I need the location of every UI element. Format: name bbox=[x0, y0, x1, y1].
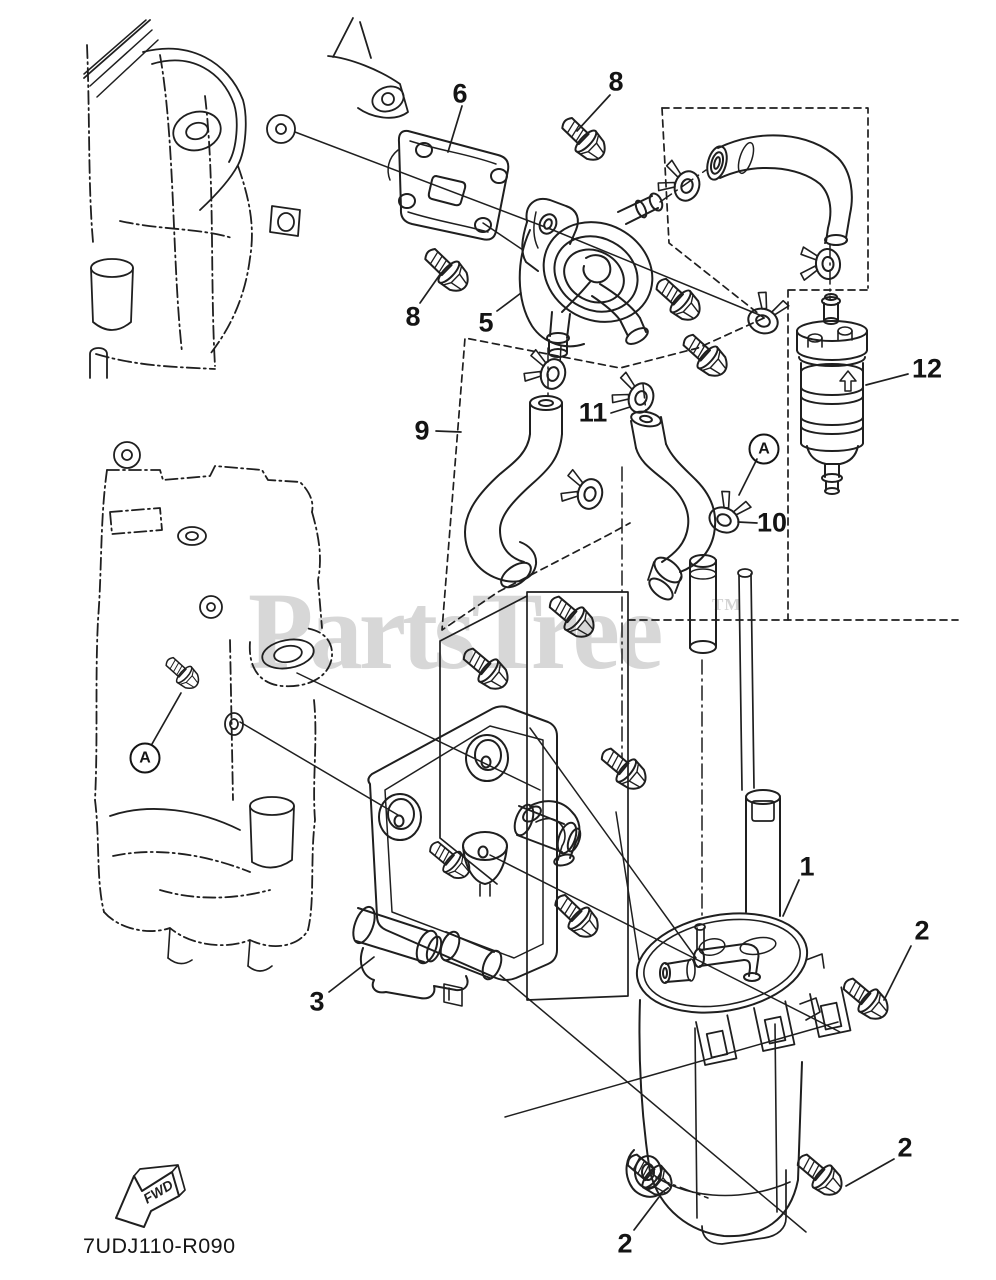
callout-10: 10 bbox=[756, 507, 788, 538]
pump-bracket-6 bbox=[387, 129, 510, 241]
callout-5: 5 bbox=[478, 307, 494, 338]
callout-6: 6 bbox=[452, 78, 468, 109]
engine-block-lower bbox=[94, 441, 333, 972]
callout-a-left: A bbox=[129, 742, 161, 774]
dashed-group-outlines bbox=[441, 107, 959, 631]
callout-11: 11 bbox=[578, 397, 608, 428]
elbow-hose-top bbox=[706, 134, 853, 246]
fuel-filter-12 bbox=[796, 293, 868, 495]
projection-lines bbox=[239, 131, 841, 1233]
fuel-pump-5 bbox=[518, 192, 664, 358]
callout-3: 3 bbox=[309, 986, 325, 1017]
fuel-hoses-9 bbox=[464, 395, 755, 791]
callout-2b: 2 bbox=[897, 1132, 913, 1163]
engine-block-upper bbox=[83, 17, 409, 379]
fwd-arrow: FWD bbox=[115, 1164, 186, 1228]
watermark-tm: TM bbox=[712, 595, 742, 614]
callout-8b: 8 bbox=[405, 301, 421, 332]
mount-bracket-3 bbox=[352, 591, 629, 1007]
callout-a-right: A bbox=[748, 433, 780, 465]
callout-8a: 8 bbox=[608, 66, 624, 97]
center-lines bbox=[547, 169, 831, 1199]
callout-12: 12 bbox=[911, 353, 943, 384]
hose-clamps bbox=[521, 157, 843, 540]
callout-9: 9 bbox=[414, 415, 430, 446]
drawing-code: 7UDJ110-R090 bbox=[83, 1234, 236, 1258]
callout-2c: 2 bbox=[617, 1228, 633, 1259]
callout-2a: 2 bbox=[914, 915, 930, 946]
callout-leaders bbox=[151, 94, 912, 1231]
callout-1: 1 bbox=[799, 851, 815, 882]
